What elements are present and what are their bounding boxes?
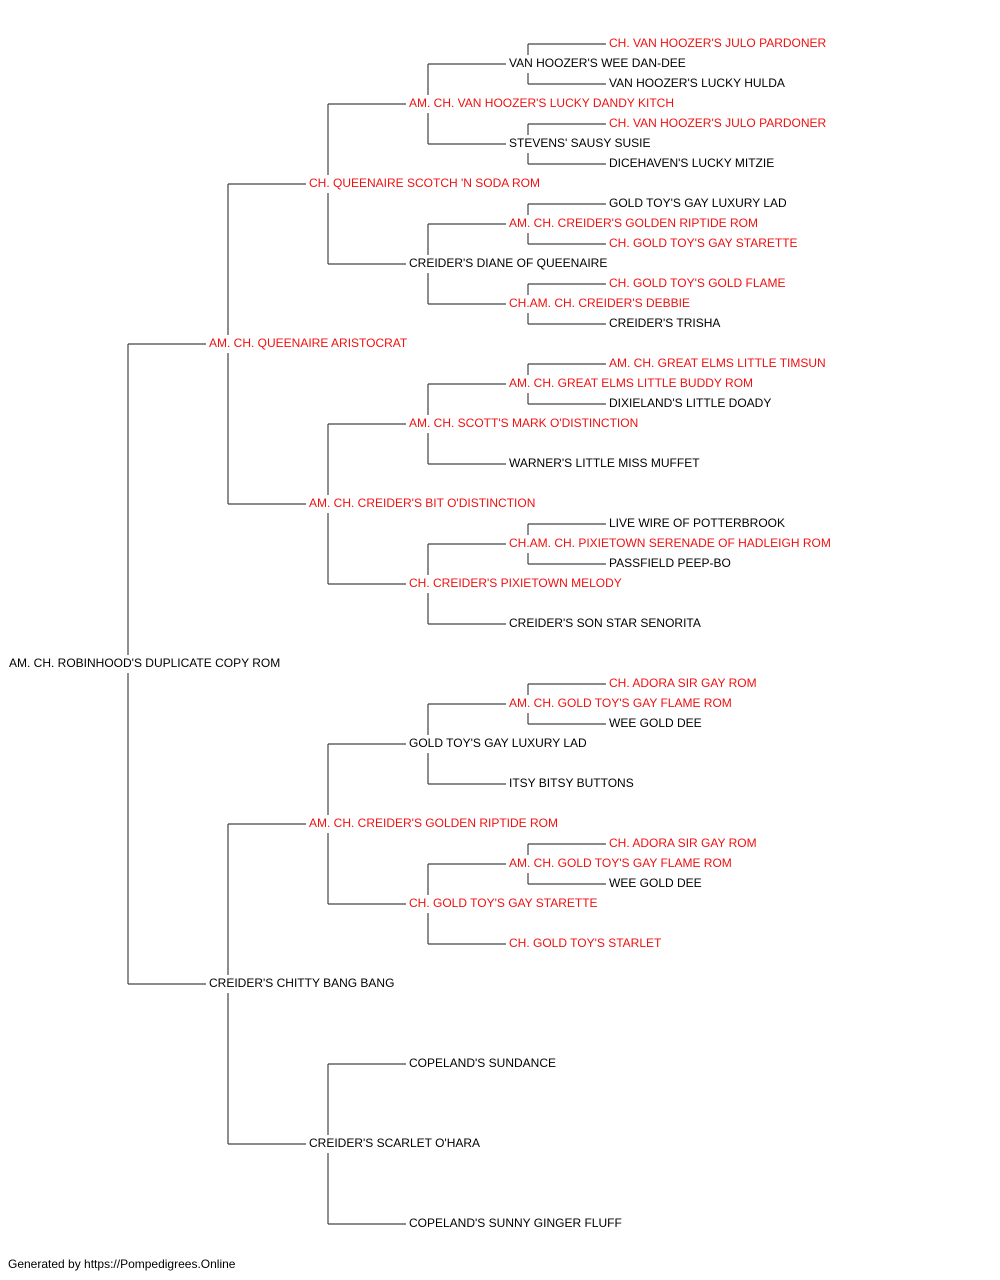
sire-gen5: CH. GOLD TOY'S GOLD FLAME <box>608 276 787 290</box>
sire-gen4: AM. CH. GREAT ELMS LITTLE BUDDY ROM <box>508 376 755 390</box>
dam-gen3: COPELAND'S SUNNY GINGER FLUFF <box>408 1216 623 1230</box>
dam-gen5: CH. GOLD TOY'S GAY STARETTE <box>608 236 799 250</box>
dam-gen3: CH. CREIDER'S PIXIETOWN MELODY <box>408 576 623 590</box>
dam-gen5: DICEHAVEN'S LUCKY MITZIE <box>608 156 776 170</box>
sire-gen4: AM. CH. GOLD TOY'S GAY FLAME ROM <box>508 696 733 710</box>
dam-gen5: PASSFIELD PEEP-BO <box>608 556 732 570</box>
dam-gen5: DIXIELAND'S LITTLE DOADY <box>608 396 773 410</box>
sire-gen5: AM. CH. GREAT ELMS LITTLE TIMSUN <box>608 356 827 370</box>
sire-gen2: AM. CH. CREIDER'S GOLDEN RIPTIDE ROM <box>308 816 559 830</box>
generator-credit: Generated by https://Pompedigrees.Online <box>8 1257 236 1271</box>
dam-gen4: STEVENS' SAUSY SUSIE <box>508 136 652 150</box>
dam-gen1: CREIDER'S CHITTY BANG BANG <box>208 976 396 990</box>
sire-gen3: AM. CH. VAN HOOZER'S LUCKY DANDY KITCH <box>408 96 676 110</box>
dam-gen5: CREIDER'S TRISHA <box>608 316 722 330</box>
sire-gen5: CH. ADORA SIR GAY ROM <box>608 836 758 850</box>
dam-gen3: CH. GOLD TOY'S GAY STARETTE <box>408 896 599 910</box>
sire-gen3: COPELAND'S SUNDANCE <box>408 1056 557 1070</box>
dam-gen4: CH.AM. CH. CREIDER'S DEBBIE <box>508 296 691 310</box>
dam-gen5: VAN HOOZER'S LUCKY HULDA <box>608 76 786 90</box>
sire-gen5: CH. ADORA SIR GAY ROM <box>608 676 758 690</box>
sire-gen1: AM. CH. QUEENAIRE ARISTOCRAT <box>208 336 409 350</box>
dam-gen4: CREIDER'S SON STAR SENORITA <box>508 616 702 630</box>
sire-gen3: GOLD TOY'S GAY LUXURY LAD <box>408 736 588 750</box>
dam-gen4: CH. GOLD TOY'S STARLET <box>508 936 663 950</box>
dam-gen4: WARNER'S LITTLE MISS MUFFET <box>508 456 701 470</box>
sire-gen5: CH. VAN HOOZER'S JULO PARDONER <box>608 116 828 130</box>
sire-gen3: AM. CH. SCOTT'S MARK O'DISTINCTION <box>408 416 640 430</box>
sire-gen5: LIVE WIRE OF POTTERBROOK <box>608 516 787 530</box>
subject-dog: AM. CH. ROBINHOOD'S DUPLICATE COPY ROM <box>8 656 282 670</box>
sire-gen4: AM. CH. CREIDER'S GOLDEN RIPTIDE ROM <box>508 216 759 230</box>
sire-gen4: VAN HOOZER'S WEE DAN-DEE <box>508 56 687 70</box>
dam-gen5: WEE GOLD DEE <box>608 716 703 730</box>
sire-gen2: CH. QUEENAIRE SCOTCH 'N SODA ROM <box>308 176 541 190</box>
dam-gen5: WEE GOLD DEE <box>608 876 703 890</box>
sire-gen5: CH. VAN HOOZER'S JULO PARDONER <box>608 36 828 50</box>
sire-gen4: AM. CH. GOLD TOY'S GAY FLAME ROM <box>508 856 733 870</box>
dam-gen4: ITSY BITSY BUTTONS <box>508 776 635 790</box>
dam-gen2: CREIDER'S SCARLET O'HARA <box>308 1136 482 1150</box>
dam-gen3: CREIDER'S DIANE OF QUEENAIRE <box>408 256 609 270</box>
sire-gen5: GOLD TOY'S GAY LUXURY LAD <box>608 196 788 210</box>
dam-gen2: AM. CH. CREIDER'S BIT O'DISTINCTION <box>308 496 537 510</box>
sire-gen4: CH.AM. CH. PIXIETOWN SERENADE OF HADLEIG… <box>508 536 832 550</box>
